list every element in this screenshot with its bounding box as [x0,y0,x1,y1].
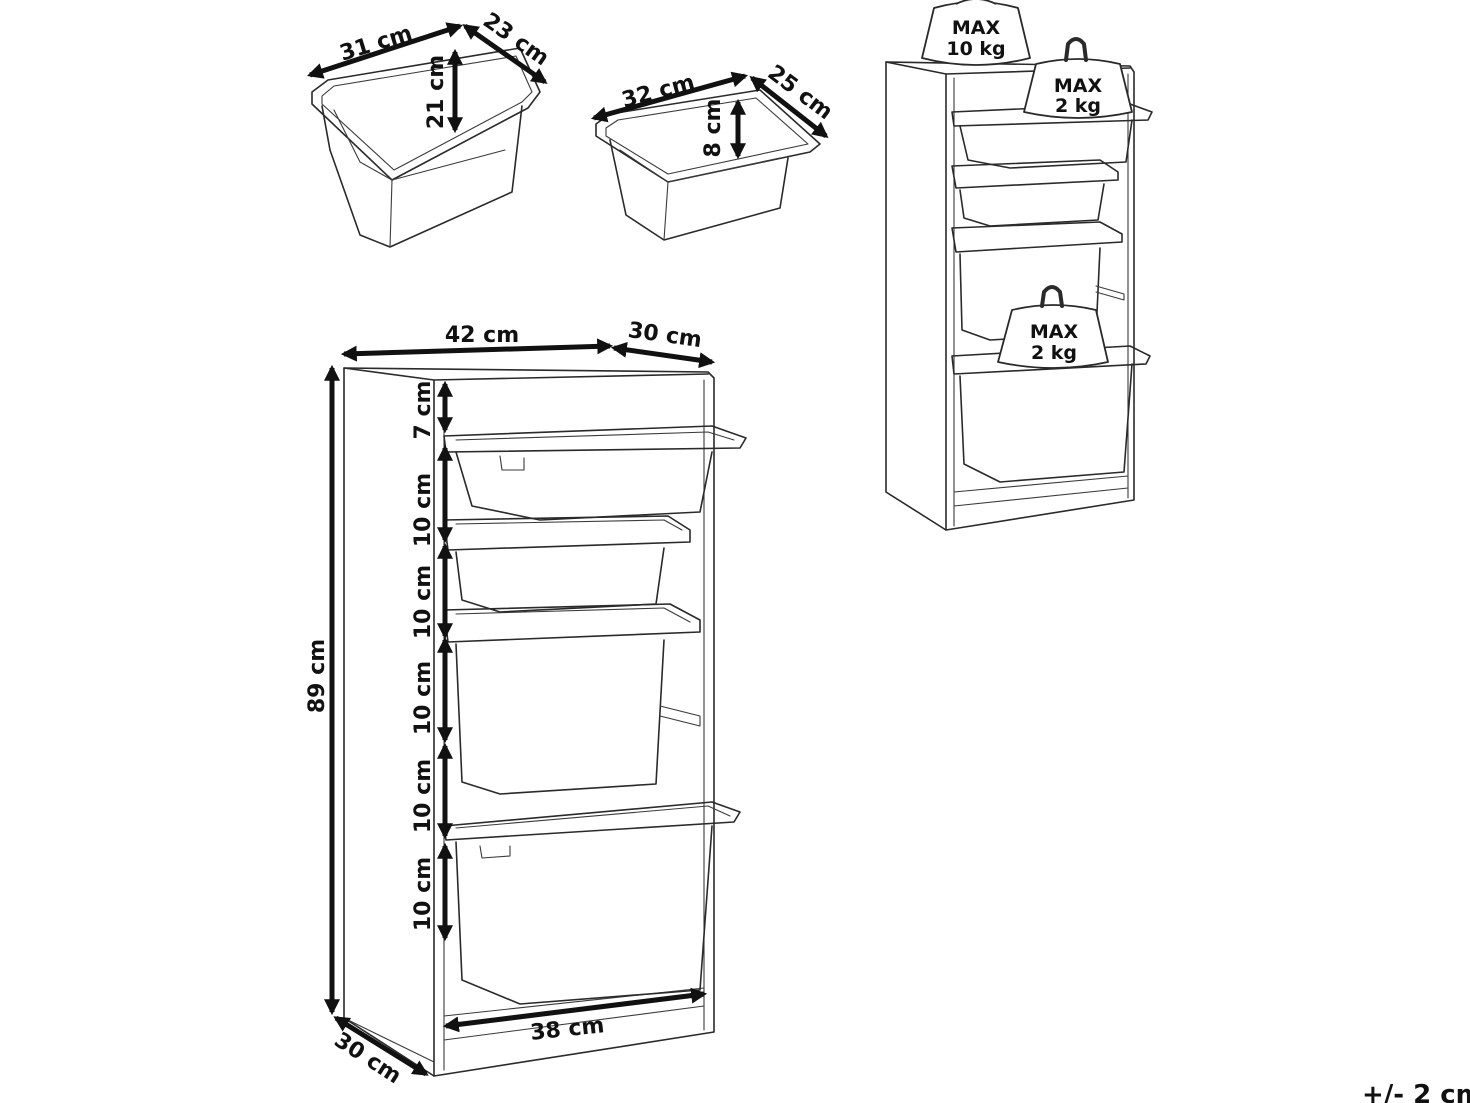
unit-width-label: 42 cm [445,323,519,348]
main-unit-tray-3 [443,603,701,795]
gap-label-5: 10 cm [411,759,436,833]
unit-inner-width-label: 38 cm [529,1013,605,1046]
deep-bin-depth-arrow [462,23,548,85]
main-unit-tray-2 [443,515,691,613]
unit-width-arrow [340,338,614,362]
weight-10kg-value: 10 kg [946,38,1005,60]
weight-10kg-icon [921,0,1031,66]
load-unit-frame [885,61,1135,531]
gap-label-6: 10 cm [411,857,436,931]
weight-2kg-tray-label: MAX [1054,75,1103,97]
weight-2kg-bin-icon [997,285,1109,369]
gap-label-1: 7 cm [411,381,436,440]
gap-label-4: 10 cm [411,661,436,735]
load-unit-tray-3 [951,221,1125,341]
unit-inner-width-arrow [442,987,708,1033]
main-unit-frame [343,367,715,1077]
weight-2kg-tray-value: 2 kg [1055,95,1101,117]
weight-2kg-bin-label: MAX [1030,321,1079,343]
load-unit-tray-2 [951,159,1119,227]
tolerance-note: +/- 2 cm [1362,1080,1470,1103]
main-unit-bin-4 [443,801,741,1005]
unit-height-label: 89 cm [305,639,330,713]
unit-depth-top-label: 30 cm [626,318,703,353]
main-unit-tray-1 [443,425,747,521]
shallow-bin-height-label: 8 cm [701,99,726,158]
shallow-bin-width-arrow [590,71,749,123]
shallow-bin-depth-arrow [749,76,829,138]
deep-bin-width-label: 31 cm [337,21,415,67]
deep-bin-width-arrow [306,22,464,79]
unit-depth-bottom-arrow [333,1015,429,1077]
gap-label-3: 10 cm [411,565,436,639]
gap-label-2: 10 cm [411,473,436,547]
weight-2kg-bin-value: 2 kg [1031,342,1077,364]
deep-bin-height-label: 21 cm [424,55,449,129]
weight-2kg-tray-icon [1023,37,1133,119]
weight-10kg-label: MAX [952,17,1001,39]
unit-depth-top-arrow [610,341,716,369]
